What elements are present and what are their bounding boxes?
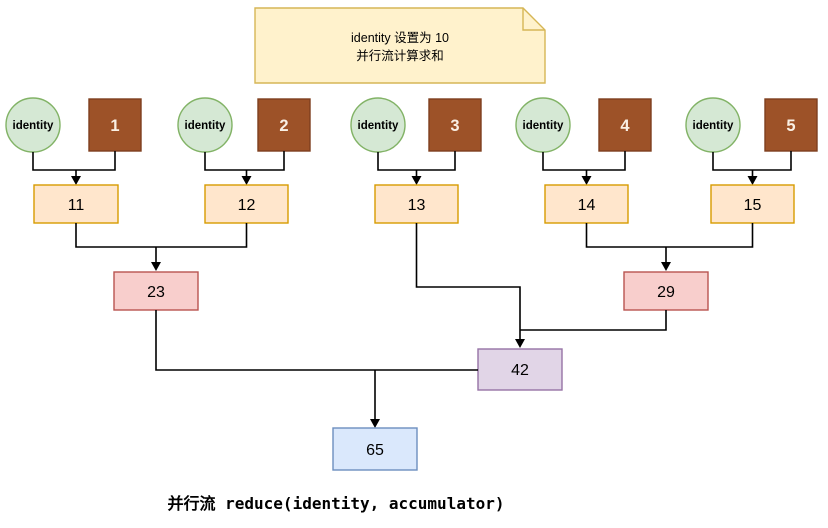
edge-merge-4 — [542, 151, 626, 178]
partial-label-11: 11 — [68, 197, 85, 214]
arrowhead-29 — [661, 262, 671, 271]
value-label-4: 4 — [620, 117, 630, 135]
value-label-5: 5 — [786, 117, 795, 135]
arrowhead-23 — [151, 262, 161, 271]
edge-11-12-to-23 — [75, 223, 248, 264]
partial-box-14 — [544, 184, 629, 224]
note-shape — [254, 7, 546, 84]
edge-23-to-42 — [155, 310, 478, 371]
diagram-caption: 并行流 reduce(identity, accumulator) — [168, 494, 505, 513]
partial-label-13: 13 — [408, 197, 426, 214]
value-square-4 — [598, 98, 652, 152]
identity-label-3: identity — [358, 120, 399, 132]
partial-box-15 — [710, 184, 795, 224]
edge-merge-1 — [32, 151, 116, 178]
edge-merge-5 — [712, 151, 792, 178]
group-5: identity 5 15 — [685, 97, 818, 224]
partial-label-12: 12 — [238, 197, 256, 214]
edge-14-15-to-29 — [585, 223, 754, 264]
sum-box-23 — [113, 271, 199, 311]
edge-29-to-42 — [520, 310, 667, 331]
note: identity 设置为 10 并行流计算求和 — [254, 7, 546, 84]
note-line1: identity 设置为 10 — [351, 30, 449, 45]
sum-box-42 — [477, 348, 563, 391]
arrowhead-5 — [747, 176, 758, 185]
arrowhead-4 — [581, 176, 592, 185]
value-label-1: 1 — [110, 117, 119, 135]
value-square-3 — [428, 98, 482, 152]
edge-13-to-42 — [415, 223, 521, 341]
group-1: identity 1 11 — [5, 97, 142, 224]
group-3: identity 3 13 — [350, 97, 482, 224]
identity-label-5: identity — [693, 120, 734, 132]
combine-29: 29 — [585, 223, 754, 311]
edge-merge-3 — [377, 151, 456, 178]
combine-65: 65 — [155, 310, 478, 471]
partial-label-15: 15 — [744, 197, 762, 214]
value-label-2: 2 — [279, 117, 288, 135]
group-2: identity 2 12 — [177, 97, 311, 224]
final-label-65: 65 — [366, 442, 384, 459]
sum-label-29: 29 — [657, 284, 675, 301]
group-4: identity 4 14 — [515, 97, 652, 224]
value-label-3: 3 — [450, 117, 459, 135]
final-box-65 — [332, 427, 418, 471]
identity-label-2: identity — [185, 120, 226, 132]
arrowhead-42 — [515, 339, 525, 348]
identity-label-1: identity — [13, 120, 54, 132]
identity-label-4: identity — [523, 120, 564, 132]
partial-box-13 — [374, 184, 459, 224]
arrowhead-2 — [241, 176, 252, 185]
arrowhead-3 — [411, 176, 422, 185]
note-line2: 并行流计算求和 — [356, 48, 444, 63]
combine-42: 42 — [415, 223, 667, 391]
value-square-2 — [257, 98, 311, 152]
sum-label-42: 42 — [511, 362, 529, 379]
note-fold-icon — [522, 8, 545, 31]
sum-box-29 — [623, 271, 709, 311]
arrowhead-1 — [71, 176, 81, 185]
value-square-1 — [88, 98, 142, 152]
value-square-5 — [764, 98, 818, 152]
arrowhead-65 — [370, 419, 380, 428]
edge-merge-2 — [204, 151, 285, 178]
partial-label-14: 14 — [578, 197, 596, 214]
combine-23: 23 — [75, 223, 248, 311]
sum-label-23: 23 — [147, 284, 165, 301]
